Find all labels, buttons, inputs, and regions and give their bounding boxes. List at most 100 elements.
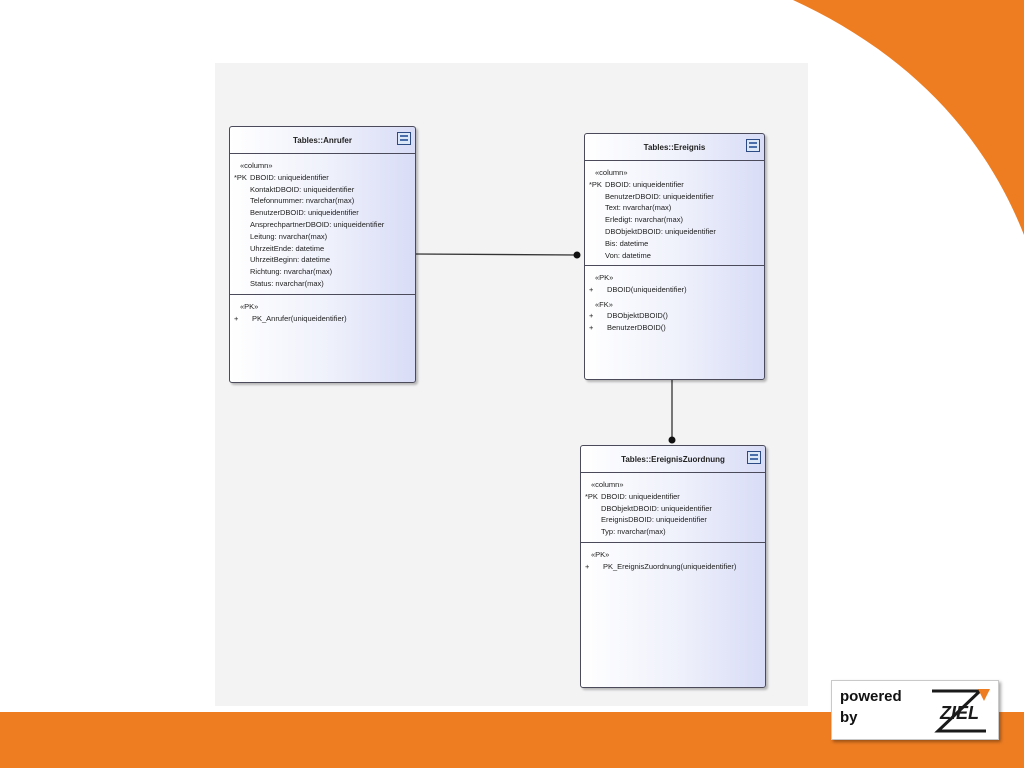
operation-text: PK_EreignisZuordnung(uniqueidentifier): [603, 561, 737, 571]
table-icon: [397, 132, 411, 145]
column-row: UhrzeitEnde: datetime: [234, 243, 411, 255]
table-title: Tables::Ereignis: [643, 143, 706, 152]
column-prefix: [234, 278, 250, 290]
column-text: Erledigt: nvarchar(max): [605, 215, 683, 225]
column-text: Typ: nvarchar(max): [601, 527, 666, 537]
column-text: AnsprechpartnerDBOID: uniqueidentifier: [250, 219, 385, 229]
table-header: Tables::EreignisZuordnung: [581, 446, 765, 473]
column-row: Text: nvarchar(max): [589, 202, 760, 214]
operations-section: «PK» + PK_EreignisZuordnung(uniqueidentif…: [581, 542, 765, 579]
column-text: Leitung: nvarchar(max): [250, 231, 328, 241]
operation-text: PK_Anrufer(uniqueidentifier): [252, 313, 347, 323]
column-text: DBOID: uniqueidentifier: [250, 172, 329, 182]
operation-row: + DBOID(uniqueidentifier): [589, 284, 760, 296]
columns-stereotype: «column»: [591, 480, 624, 489]
column-prefix: [234, 266, 250, 278]
column-prefix: [234, 231, 250, 243]
operation-row: + DBObjektDBOID(): [589, 310, 760, 322]
column-text: BenutzerDBOID: uniqueidentifier: [605, 191, 714, 201]
column-prefix: [589, 214, 605, 226]
column-prefix: [589, 202, 605, 214]
column-prefix: [585, 526, 601, 538]
column-text: Von: datetime: [605, 250, 651, 260]
column-prefix: [234, 195, 250, 207]
column-row: BenutzerDBOID: uniqueidentifier: [589, 191, 760, 203]
operations-section: «PK» + PK_Anrufer(uniqueidentifier): [230, 294, 415, 331]
operations-stereotype: «PK»: [591, 550, 610, 559]
column-row: UhrzeitBeginn: datetime: [234, 254, 411, 266]
column-row: EreignisDBOID: uniqueidentifier: [585, 514, 761, 526]
column-text: KontaktDBOID: uniqueidentifier: [250, 184, 355, 194]
table-title: Tables::EreignisZuordnung: [621, 455, 725, 464]
column-row: DBObjektDBOID: uniqueidentifier: [585, 503, 761, 515]
column-row: Typ: nvarchar(max): [585, 526, 761, 538]
operations-stereotype: «PK»: [240, 302, 259, 311]
column-prefix: *PK: [589, 179, 602, 189]
column-text: BenutzerDBOID: uniqueidentifier: [250, 208, 359, 218]
column-text: DBObjektDBOID: uniqueidentifier: [605, 226, 716, 236]
column-text: Telefonnummer: nvarchar(max): [250, 196, 355, 206]
column-row: Von: datetime: [589, 250, 760, 262]
column-row: Erledigt: nvarchar(max): [589, 214, 760, 226]
column-row: AnsprechpartnerDBOID: uniqueidentifier: [234, 219, 411, 231]
column-row: Richtung: nvarchar(max): [234, 266, 411, 278]
operation-text: BenutzerDBOID(): [607, 323, 666, 333]
column-prefix: [234, 219, 250, 231]
column-text: Bis: datetime: [605, 238, 649, 248]
table-title: Tables::Anrufer: [293, 136, 352, 145]
operation-text: DBOID(uniqueidentifier): [607, 284, 687, 294]
column-text: EreignisDBOID: uniqueidentifier: [601, 515, 707, 525]
operation-text: DBObjektDBOID(): [607, 311, 668, 321]
column-prefix: [234, 207, 250, 219]
logo-brand-text: ZIEL: [939, 703, 979, 723]
table-icon: [747, 451, 761, 464]
column-prefix: [589, 191, 605, 203]
operation-row: + BenutzerDBOID(): [589, 322, 760, 334]
column-row: KontaktDBOID: uniqueidentifier: [234, 184, 411, 196]
column-text: Status: nvarchar(max): [250, 278, 324, 288]
column-prefix: [234, 243, 250, 255]
operation-prefix: +: [589, 284, 594, 294]
column-text: Text: nvarchar(max): [605, 203, 672, 213]
operation-row: + PK_Anrufer(uniqueidentifier): [234, 313, 411, 325]
column-text: DBObjektDBOID: uniqueidentifier: [601, 503, 712, 513]
operation-row: + PK_EreignisZuordnung(uniqueidentifier): [585, 561, 761, 573]
column-prefix: [585, 503, 601, 515]
operation-prefix: +: [585, 561, 590, 571]
column-prefix: [589, 250, 605, 262]
operation-prefix: +: [589, 323, 594, 333]
column-prefix: [234, 254, 250, 266]
operations-stereotype: «FK»: [595, 299, 613, 309]
logo-caption: powered by: [840, 686, 902, 728]
powered-by-logo: powered by ZIEL: [831, 680, 999, 740]
column-row: Telefonnummer: nvarchar(max): [234, 195, 411, 207]
column-row: Leitung: nvarchar(max): [234, 231, 411, 243]
operation-prefix: +: [234, 313, 239, 323]
table-header: Tables::Ereignis: [585, 134, 764, 161]
operations-stereotype: «PK»: [595, 273, 614, 282]
column-text: DBOID: uniqueidentifier: [605, 179, 684, 189]
column-row: DBObjektDBOID: uniqueidentifier: [589, 226, 760, 238]
column-prefix: [234, 184, 250, 196]
column-text: UhrzeitEnde: datetime: [250, 243, 325, 253]
column-text: Richtung: nvarchar(max): [250, 267, 333, 277]
ziel-logo-mark: ZIEL: [932, 689, 990, 733]
logo-line-powered: powered: [840, 688, 902, 705]
column-row: Status: nvarchar(max): [234, 278, 411, 290]
operation-prefix: +: [589, 311, 594, 321]
column-text: DBOID: uniqueidentifier: [601, 491, 680, 501]
operations-section: «PK» + DBOID(uniqueidentifier) «FK» + DBOb…: [585, 265, 764, 340]
columns-stereotype: «column»: [595, 168, 628, 177]
columns-stereotype: «column»: [240, 161, 273, 170]
column-prefix: [585, 514, 601, 526]
column-prefix: *PK: [585, 491, 598, 501]
